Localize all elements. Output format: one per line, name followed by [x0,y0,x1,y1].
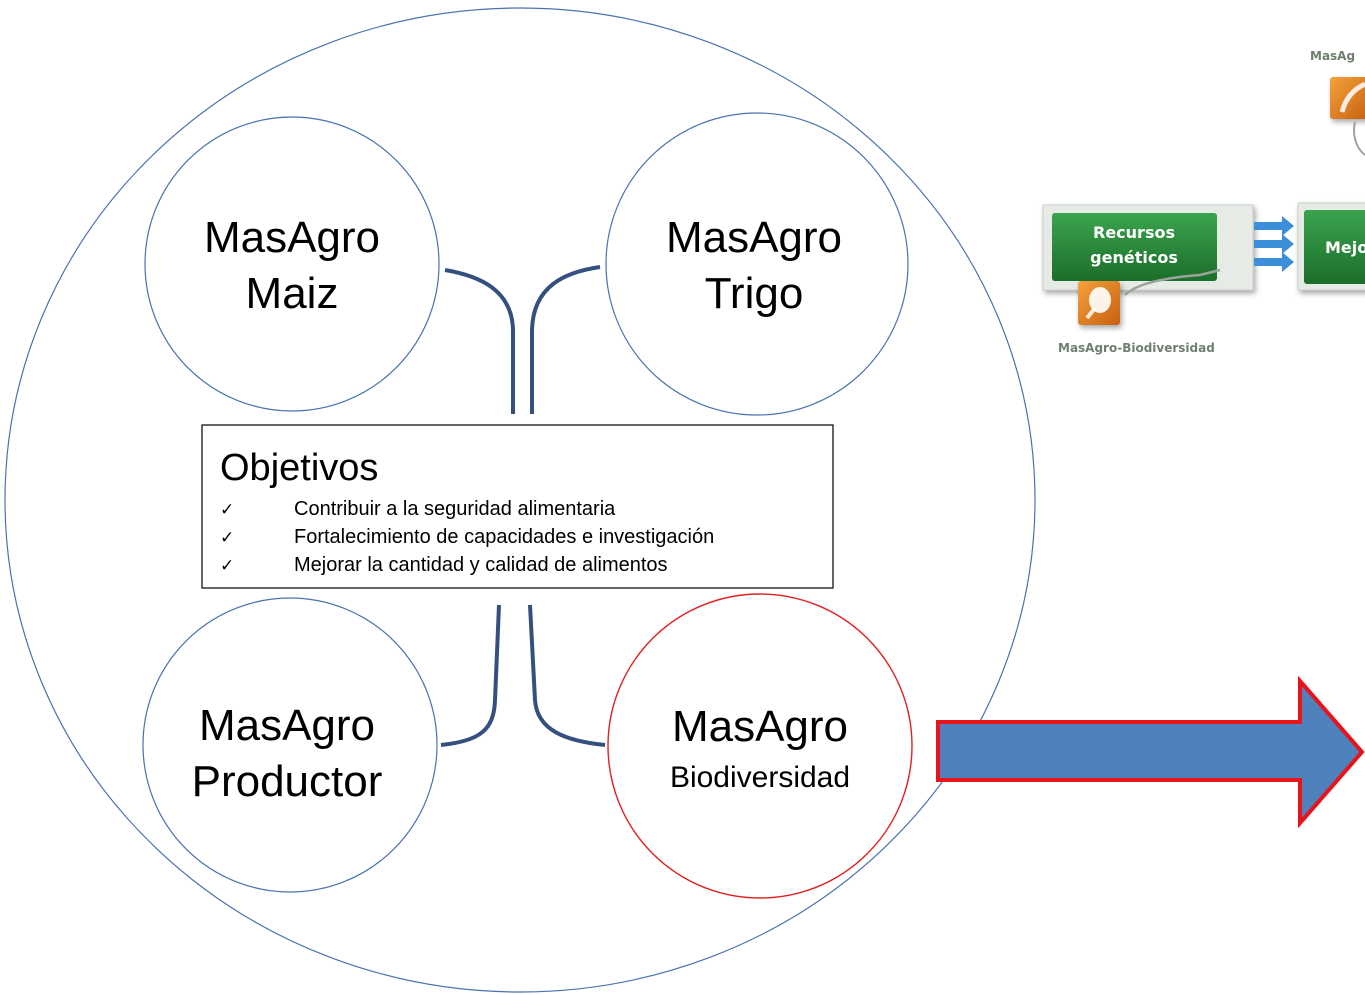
maiz-line1: MasAgro [204,213,380,262]
checkmark-icon: ✓ [220,528,234,547]
objective-item: ✓ Mejorar la cantidad y calidad de alime… [220,554,668,576]
objectives-box: Objetivos ✓ Contribuir a la seguridad al… [201,424,834,589]
objective-text: Contribuir a la seguridad alimentaria [294,498,616,520]
trigo-line1: MasAgro [666,213,842,262]
recursos-line1: Recursos [1093,223,1175,242]
outer-circle [4,7,1036,993]
objectives-title: Objetivos [220,447,378,489]
seed-icon [1078,281,1120,325]
flow-arrows-icon [1254,216,1294,272]
circle-masagro-trigo[interactable]: MasAgro Trigo [605,112,909,416]
trigo-line2: Trigo [705,269,804,318]
inset-diagram: MasAg Recursos genéticos Mejo [1042,49,1365,355]
objective-text: Mejorar la cantidad y calidad de aliment… [294,554,668,576]
circle-masagro-productor[interactable]: MasAgro Productor [142,597,438,893]
biodiversidad-line1: MasAgro [672,702,848,751]
productor-line2: Productor [192,757,383,806]
objective-item: ✓ Fortalecimiento de capacidades e inves… [220,526,714,548]
right-arrow-icon [936,675,1365,829]
checkmark-icon: ✓ [220,500,234,519]
maiz-line2: Maiz [246,269,339,318]
checkmark-icon: ✓ [220,556,234,575]
mejo-label: Mejo [1325,238,1365,257]
biodiversidad-line2: Biodiversidad [670,761,850,794]
connector-maiz [444,268,515,414]
inset-bottom-label: MasAgro-Biodiversidad [1058,341,1215,355]
recursos-line2: genéticos [1090,248,1178,267]
circle-masagro-biodiversidad[interactable]: MasAgro Biodiversidad [607,593,913,899]
connector-biodiversidad [528,604,606,747]
wheat-icon [1330,77,1365,119]
mejoramiento-box: Mejo [1297,202,1365,291]
circle-masagro-maiz[interactable]: MasAgro Maiz [144,116,440,412]
inset-top-label: MasAg [1310,49,1355,63]
connector-trigo [530,265,601,414]
objective-item: ✓ Contribuir a la seguridad alimentaria [220,498,616,520]
connectors [440,265,606,747]
objective-text: Fortalecimiento de capacidades e investi… [294,526,714,548]
recursos-geneticos-box: Recursos genéticos [1042,204,1254,291]
productor-line1: MasAgro [199,701,375,750]
connector-productor [440,604,501,747]
